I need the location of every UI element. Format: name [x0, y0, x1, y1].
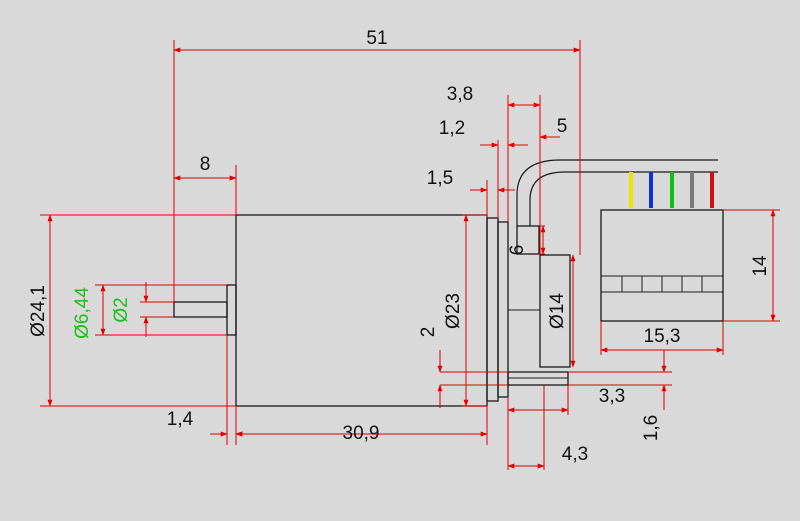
label-width-5: 5	[557, 116, 568, 137]
front-boss	[226, 284, 237, 336]
connector	[600, 209, 724, 322]
label-dia-6-44: Ø6,44	[72, 287, 93, 339]
label-conn-height-14: 14	[750, 255, 771, 277]
dimension-labels: 51 3,8 1,2 5 1,5 8 1,4 30,9 3,3 4,3 15,3…	[28, 28, 771, 465]
label-flange-1-4: 1,4	[167, 409, 194, 430]
label-height-6: 6	[507, 245, 528, 256]
label-shaft-8: 8	[200, 154, 211, 175]
label-dia-23: Ø23	[443, 293, 464, 329]
label-pin-4-3: 4,3	[562, 444, 588, 465]
wires	[629, 172, 714, 208]
motor-outline	[173, 159, 724, 407]
label-conn-width-15-3: 15,3	[644, 326, 681, 347]
label-pin-3-3: 3,3	[599, 386, 625, 407]
label-dia-24-1: Ø24,1	[28, 285, 49, 337]
label-height-2: 2	[418, 327, 439, 338]
end-cap	[486, 217, 499, 402]
label-width-3-8: 3,8	[447, 84, 473, 105]
label-dia-2: Ø2	[111, 297, 132, 322]
dimension-lines	[40, 40, 780, 470]
label-width-1-5: 1,5	[427, 168, 453, 189]
label-width-1-2: 1,2	[439, 118, 465, 139]
label-body-30-9: 30,9	[343, 423, 380, 444]
cable-outer	[516, 159, 718, 226]
cable-inner	[529, 171, 718, 226]
shaft	[173, 301, 228, 318]
label-pin-1-6: 1,6	[641, 415, 662, 441]
label-total-length: 51	[366, 28, 387, 49]
wire-boss	[516, 225, 540, 255]
label-dia-14: Ø14	[547, 293, 568, 329]
encoder-disc	[539, 254, 571, 368]
